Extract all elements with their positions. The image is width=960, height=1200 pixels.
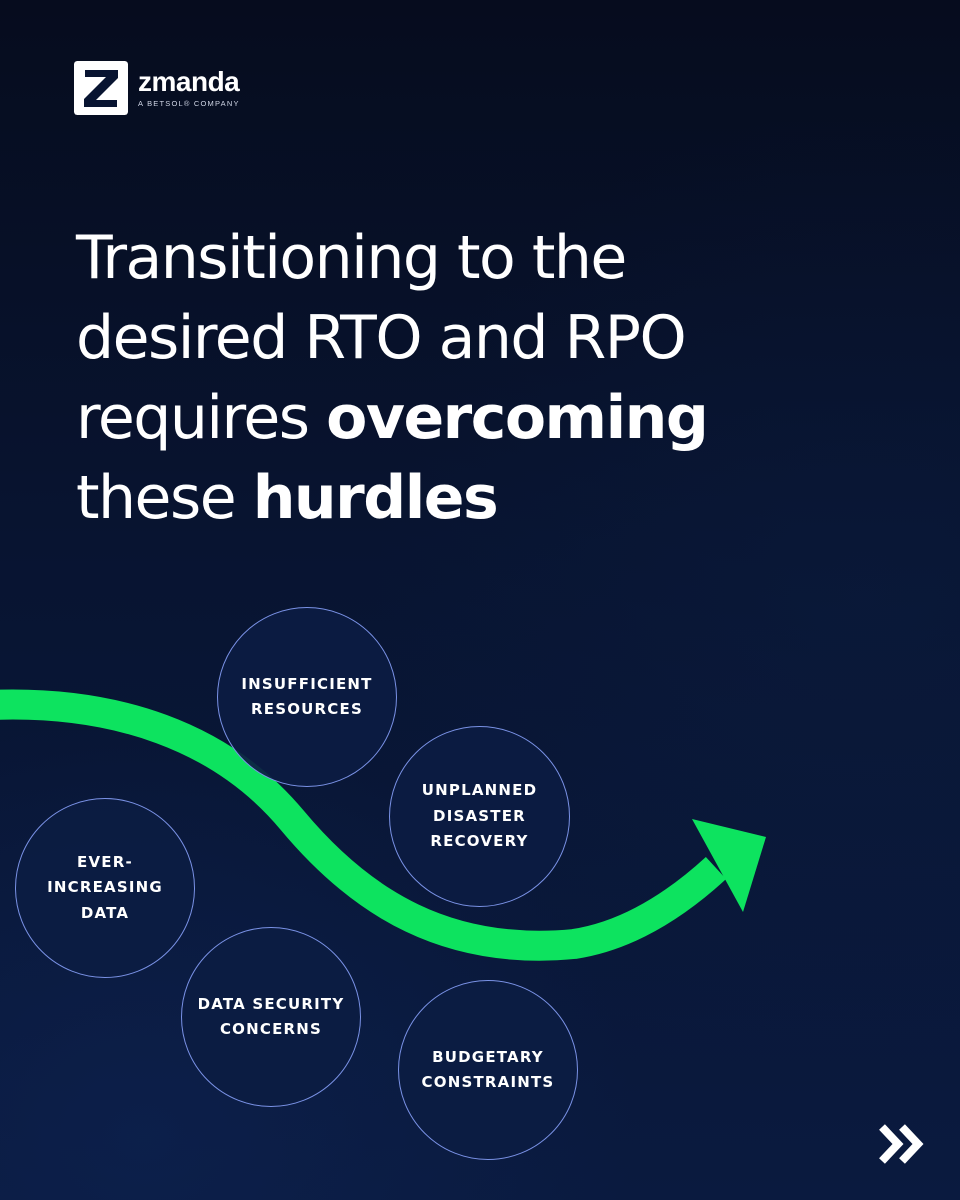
brand-logo: zmanda A BETSOL® COMPANY (74, 61, 240, 115)
logo-tagline: A BETSOL® COMPANY (138, 99, 240, 108)
title-line-4-regular: these (76, 463, 253, 533)
hurdle-data-security-concerns: DATA SECURITY CONCERNS (181, 927, 361, 1107)
title-line-3: requires overcoming (76, 378, 836, 458)
hurdle-label: BUDGETARY CONSTRAINTS (421, 1047, 555, 1092)
hurdle-unplanned-disaster-recovery: UNPLANNED DISASTER RECOVERY (389, 726, 570, 907)
hurdle-budgetary-constraints: BUDGETARY CONSTRAINTS (398, 980, 578, 1160)
trend-arrow-curve (0, 689, 727, 961)
title-line-2: desired RTO and RPO (76, 303, 687, 373)
hurdle-label: EVER- INCREASING DATA (47, 852, 163, 922)
title-line-3-regular: requires (76, 383, 327, 453)
hurdle-ever-increasing-data: EVER- INCREASING DATA (15, 798, 195, 978)
hurdle-label: DATA SECURITY CONCERNS (197, 994, 345, 1039)
hurdle-label: INSUFFICIENT RESOURCES (241, 674, 373, 719)
page-title: Transitioning to the desired RTO and RPO… (76, 218, 836, 538)
logo-wordmark: zmanda A BETSOL® COMPANY (138, 66, 240, 109)
zmanda-z-logo-icon (74, 61, 128, 115)
title-line-1: Transitioning to the (76, 223, 627, 293)
title-line-4: these hurdles (76, 458, 836, 538)
hurdle-insufficient-resources: INSUFFICIENT RESOURCES (217, 607, 397, 787)
trend-arrow-head (692, 819, 766, 912)
logo-name: zmanda (138, 66, 240, 97)
hurdle-label: UNPLANNED DISASTER RECOVERY (421, 781, 538, 851)
title-emphasis-overcoming: overcoming (326, 383, 709, 453)
title-emphasis-hurdles: hurdles (252, 463, 499, 533)
double-chevron-right-icon[interactable] (877, 1122, 925, 1166)
